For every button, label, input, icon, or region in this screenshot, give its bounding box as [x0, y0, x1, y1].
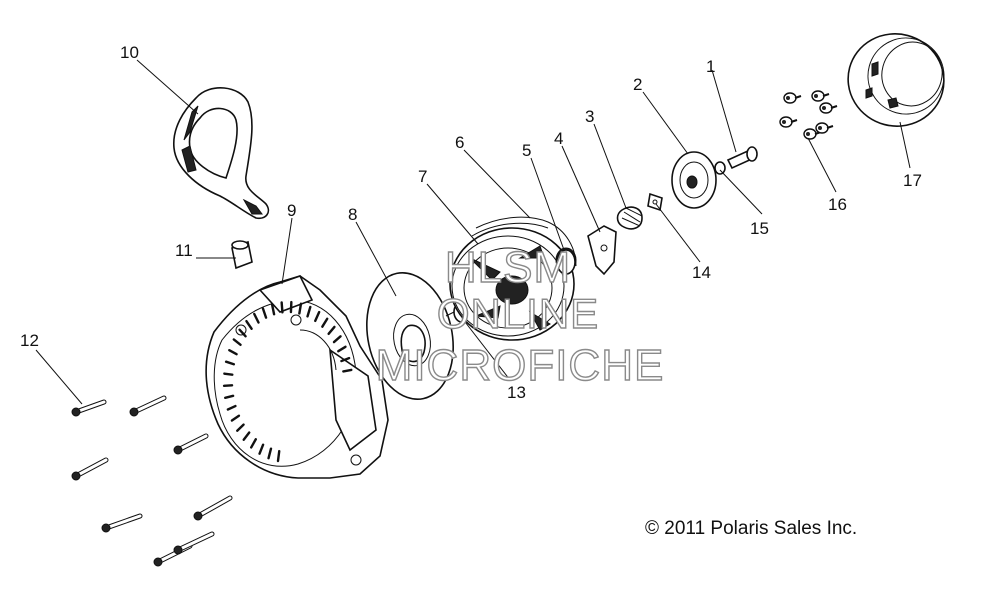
vent-slot	[236, 423, 245, 432]
vent-slot	[314, 310, 321, 323]
bolt-shank-fill	[132, 396, 166, 414]
part-12-bolts	[71, 395, 233, 567]
watermark-line-3: MICROFICHE	[376, 341, 665, 390]
part-5-spring	[556, 249, 576, 275]
part-9-starter-housing	[205, 275, 389, 479]
part-16-bolts	[779, 90, 838, 140]
bolt-shank-fill	[74, 458, 108, 478]
callout-3: 3	[585, 107, 594, 126]
callout-16: 16	[828, 195, 847, 214]
vent-slot	[226, 404, 237, 411]
part-8-plate	[366, 271, 454, 401]
callout-10: 10	[120, 43, 139, 62]
vent-slot	[280, 301, 284, 314]
small-bolt-center	[822, 106, 826, 110]
watermark-line-1: HLSM	[445, 243, 571, 292]
callout-11: 11	[175, 241, 193, 260]
bolt-head	[71, 471, 81, 481]
part-15-washer	[714, 161, 726, 175]
bolt-head	[101, 523, 111, 533]
vent-slot	[224, 394, 235, 400]
vent-slot	[267, 447, 273, 460]
bolt-head	[173, 545, 183, 555]
vent-slot	[321, 317, 329, 328]
bolt-shank-fill	[176, 434, 208, 452]
part-2-cam	[671, 151, 717, 209]
vent-slot	[249, 438, 257, 449]
bolt-shank-fill	[74, 400, 106, 414]
vent-slot	[242, 431, 251, 441]
vent-slot	[298, 302, 303, 315]
vent-slot	[270, 303, 276, 316]
bolt-head	[193, 511, 203, 521]
callout-7: 7	[418, 167, 427, 186]
small-bolt-center	[806, 132, 810, 136]
callout-labels: 1 2 3 4 5 6 7 8 9 10 11 12 13 14 15 16 1…	[20, 43, 922, 402]
callout-5: 5	[522, 141, 531, 160]
part-17-cup	[847, 33, 945, 127]
bolt-head	[153, 557, 163, 567]
small-bolt-center	[782, 120, 786, 124]
vent-slot	[306, 305, 312, 318]
part-11-cap	[231, 240, 253, 270]
part-10-starter-handle	[173, 87, 270, 220]
vent-slot	[253, 312, 260, 324]
part-6-rope	[471, 216, 577, 267]
vent-slot	[276, 449, 281, 463]
watermark: HLSM ONLINE MICROFICHE	[375, 242, 665, 390]
callout-leader-lines	[35, 59, 911, 405]
vent-slot	[224, 360, 236, 366]
callout-8: 8	[348, 205, 357, 224]
callout-15: 15	[750, 219, 769, 238]
callout-14: 14	[692, 263, 711, 282]
bolt-head	[129, 407, 139, 417]
vent-slot	[230, 414, 241, 422]
small-bolt-shank	[794, 95, 802, 99]
part-14-clip	[647, 192, 663, 212]
housing-vent-slots	[222, 300, 353, 463]
watermark-line-2: ONLINE	[437, 290, 599, 337]
copyright-notice: © 2011 Polaris Sales Inc.	[645, 518, 857, 539]
callout-1: 1	[706, 57, 715, 76]
vent-slot	[228, 349, 238, 356]
small-bolt-center	[786, 96, 790, 100]
vent-slot	[223, 372, 234, 376]
callout-6: 6	[455, 133, 464, 152]
bolt-head	[71, 407, 81, 417]
small-bolt-shank	[826, 125, 834, 129]
part-3-spring	[616, 206, 643, 230]
callout-17: 17	[903, 171, 922, 190]
bolt-shank-fill	[104, 514, 142, 530]
bolt-shank-fill	[176, 532, 214, 552]
small-bolt-center	[818, 126, 822, 130]
vent-slot	[238, 328, 247, 338]
callout-4: 4	[554, 129, 563, 148]
vent-slot	[342, 368, 353, 373]
callout-12: 12	[20, 331, 39, 350]
callout-13: 13	[507, 383, 526, 402]
vent-slot	[332, 335, 342, 344]
vent-slot	[232, 338, 242, 347]
callout-2: 2	[633, 75, 642, 94]
vent-slot	[258, 443, 265, 455]
small-bolt-shank	[790, 119, 798, 123]
part-4-pawl	[587, 225, 617, 276]
vent-slot	[327, 325, 336, 336]
small-bolt-center	[814, 94, 818, 98]
part-1-bolt	[726, 146, 758, 170]
callout-9: 9	[287, 201, 296, 220]
bolt-shank-fill	[196, 496, 232, 518]
vent-slot	[245, 319, 253, 330]
vent-slot	[340, 356, 351, 363]
vent-slot	[261, 307, 268, 319]
small-bolt-shank	[822, 93, 830, 97]
bolt-head	[173, 445, 183, 455]
vent-slot	[337, 345, 347, 353]
small-bolt-shank	[830, 105, 838, 109]
